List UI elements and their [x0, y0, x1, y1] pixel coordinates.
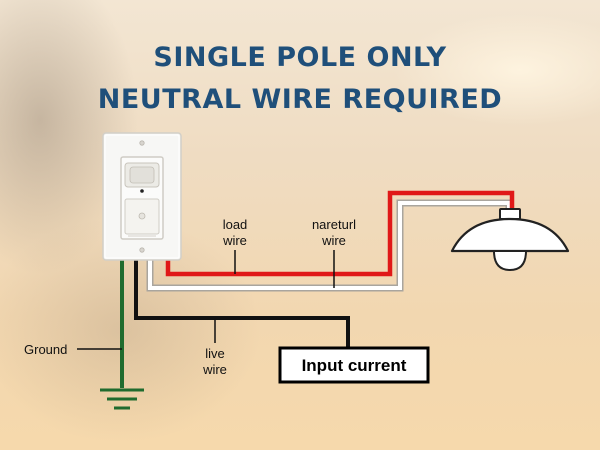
- neutral-wire-label: nareturl wire: [312, 217, 356, 288]
- ground-icon: [100, 388, 144, 410]
- title-line-1: SINGLE POLE ONLY: [153, 42, 447, 73]
- load-wire: [165, 190, 515, 277]
- live-wire-label-line2: wire: [202, 362, 227, 377]
- occupancy-sensor-switch-icon: [102, 132, 182, 261]
- load-wire-label-line1: load: [223, 217, 248, 232]
- neutral-wire-label-line2: wire: [321, 233, 346, 248]
- ceiling-lamp-icon: [450, 208, 570, 272]
- title-line-2: NEUTRAL WIRE REQUIRED: [97, 84, 503, 115]
- live-wire: [134, 258, 350, 348]
- load-wire-label: load wire: [222, 217, 247, 274]
- ground-label: Ground: [24, 342, 122, 357]
- input-current-label: Input current: [302, 356, 407, 375]
- input-current-box: Input current: [278, 346, 430, 384]
- live-wire-label: live wire: [202, 318, 227, 377]
- load-wire-label-line2: wire: [222, 233, 247, 248]
- live-wire-label-line1: live: [205, 346, 225, 361]
- ground-label-text: Ground: [24, 342, 67, 357]
- neutral-wire-label-line1: nareturl: [312, 217, 356, 232]
- neutral-wire: [146, 199, 513, 292]
